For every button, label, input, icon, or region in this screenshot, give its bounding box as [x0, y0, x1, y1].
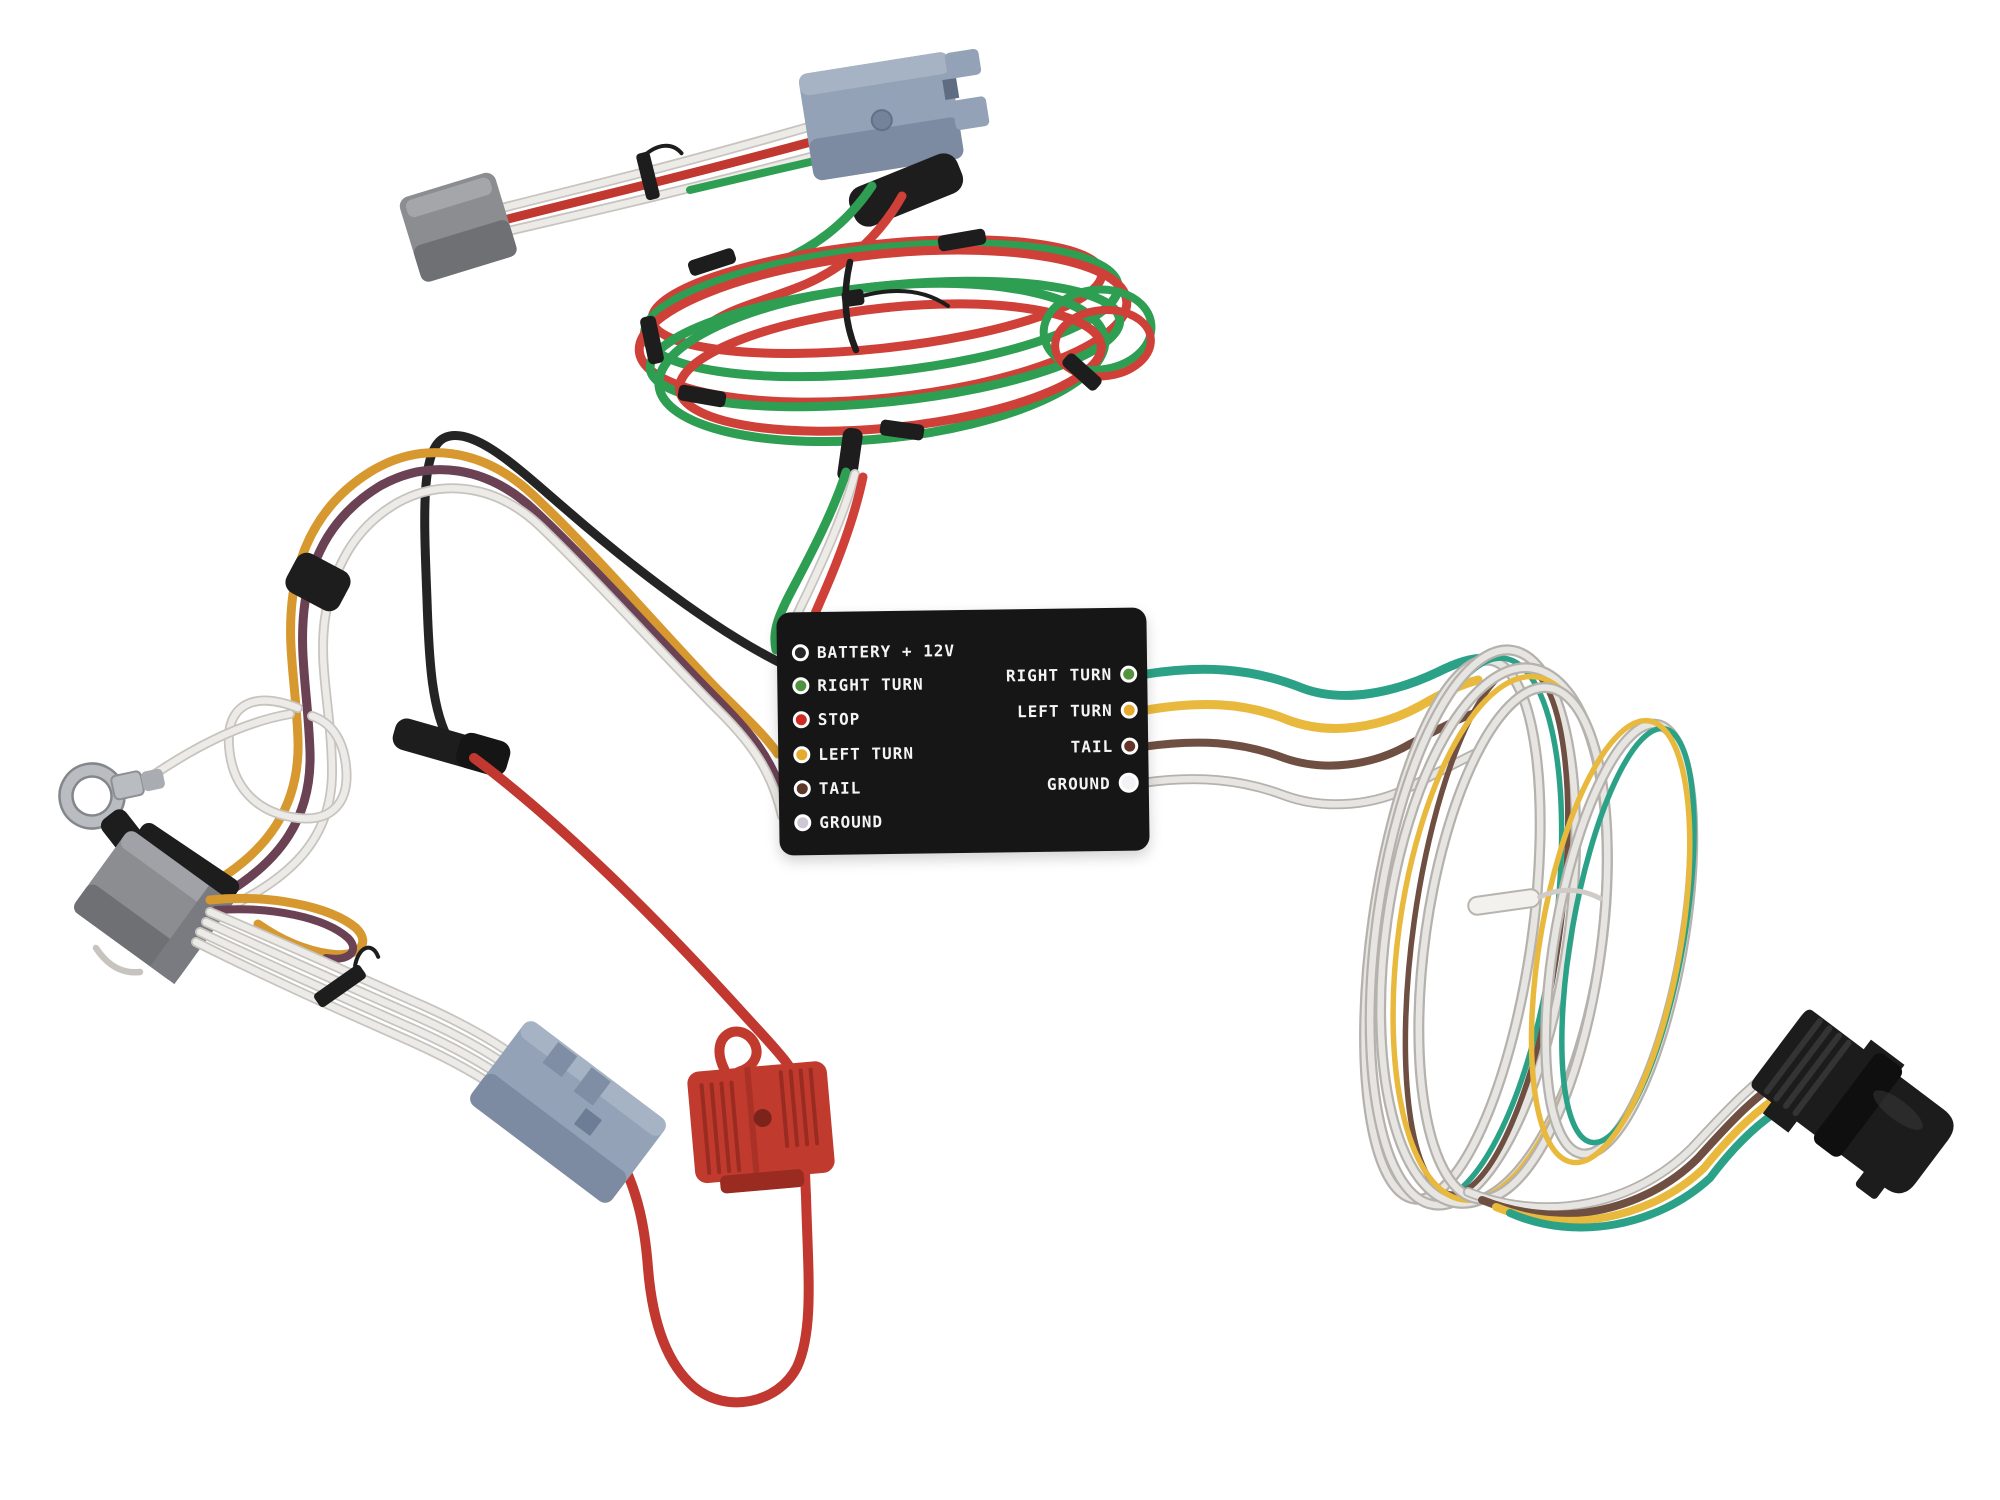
white-wires-to-plug — [92, 907, 525, 1101]
bundle-zip-tie — [314, 945, 381, 1008]
terminal-label: STOP — [817, 708, 861, 729]
inline-fuse-holder — [687, 1026, 835, 1194]
stop-led — [792, 710, 810, 728]
red-power-wire — [469, 753, 814, 1408]
trailer-4flat-connector — [1751, 1009, 1954, 1199]
terminal-label: LEFT TURN — [818, 743, 915, 764]
left-turn-out-led — [1120, 701, 1138, 719]
black-battery-wire — [420, 431, 805, 747]
right-turn-out-led — [1120, 665, 1138, 683]
terminal-label: BATTERY + 12V — [816, 640, 956, 662]
terminal-row: RIGHT TURN — [1006, 663, 1138, 687]
terminal-row: RIGHT TURN — [792, 673, 924, 697]
terminal-row: BATTERY + 12V — [791, 639, 956, 663]
twist-tie — [1467, 887, 1603, 916]
terminal-row: GROUND — [794, 810, 883, 833]
white-wire-loop — [147, 695, 352, 824]
lower-plug-connector — [470, 1021, 666, 1203]
zip-tie — [636, 143, 684, 201]
right-turn-led — [792, 676, 810, 694]
terminal-label: RIGHT TURN — [817, 674, 924, 695]
flat4-coil-second-loop — [1528, 717, 1699, 1166]
terminal-label: TAIL — [1070, 736, 1114, 756]
converter-module: BATTERY + 12V RIGHT TURN STOP LEFT TURN … — [776, 607, 1150, 856]
vehicle-plug-connector — [798, 48, 990, 181]
terminal-label: LEFT TURN — [1016, 700, 1113, 721]
ground-ring-terminal — [58, 762, 165, 830]
coil-to-connector-wires — [1463, 1055, 1810, 1232]
terminal-row: LEFT TURN — [793, 742, 914, 766]
battery-led — [791, 643, 809, 661]
terminal-row: TAIL — [1071, 735, 1139, 758]
flat4-wire-coil — [1359, 644, 1613, 1211]
tail-led — [793, 779, 811, 797]
left-turn-led — [793, 745, 811, 763]
tail-out-led — [1121, 737, 1139, 755]
heat-shrink-wrap — [848, 153, 964, 227]
terminal-row: STOP — [792, 707, 861, 730]
terminal-label: RIGHT TURN — [1005, 664, 1113, 685]
terminal-row: GROUND — [1047, 772, 1139, 795]
left-harness-connector — [74, 831, 234, 985]
left-bundle-wires — [203, 448, 787, 919]
terminal-label: GROUND — [1046, 773, 1111, 794]
coil-tape-wraps — [640, 228, 1102, 441]
terminal-row: TAIL — [793, 776, 862, 799]
ground-out-led — [1118, 772, 1139, 793]
top-wire-bundle — [497, 121, 850, 237]
terminal-label: GROUND — [819, 811, 884, 832]
terminal-label: TAIL — [818, 777, 862, 798]
terminal-row: LEFT TURN — [1017, 699, 1138, 723]
vehicle-socket-connector — [399, 172, 517, 282]
coil-zip-tie — [841, 258, 950, 354]
ground-led — [794, 813, 812, 831]
